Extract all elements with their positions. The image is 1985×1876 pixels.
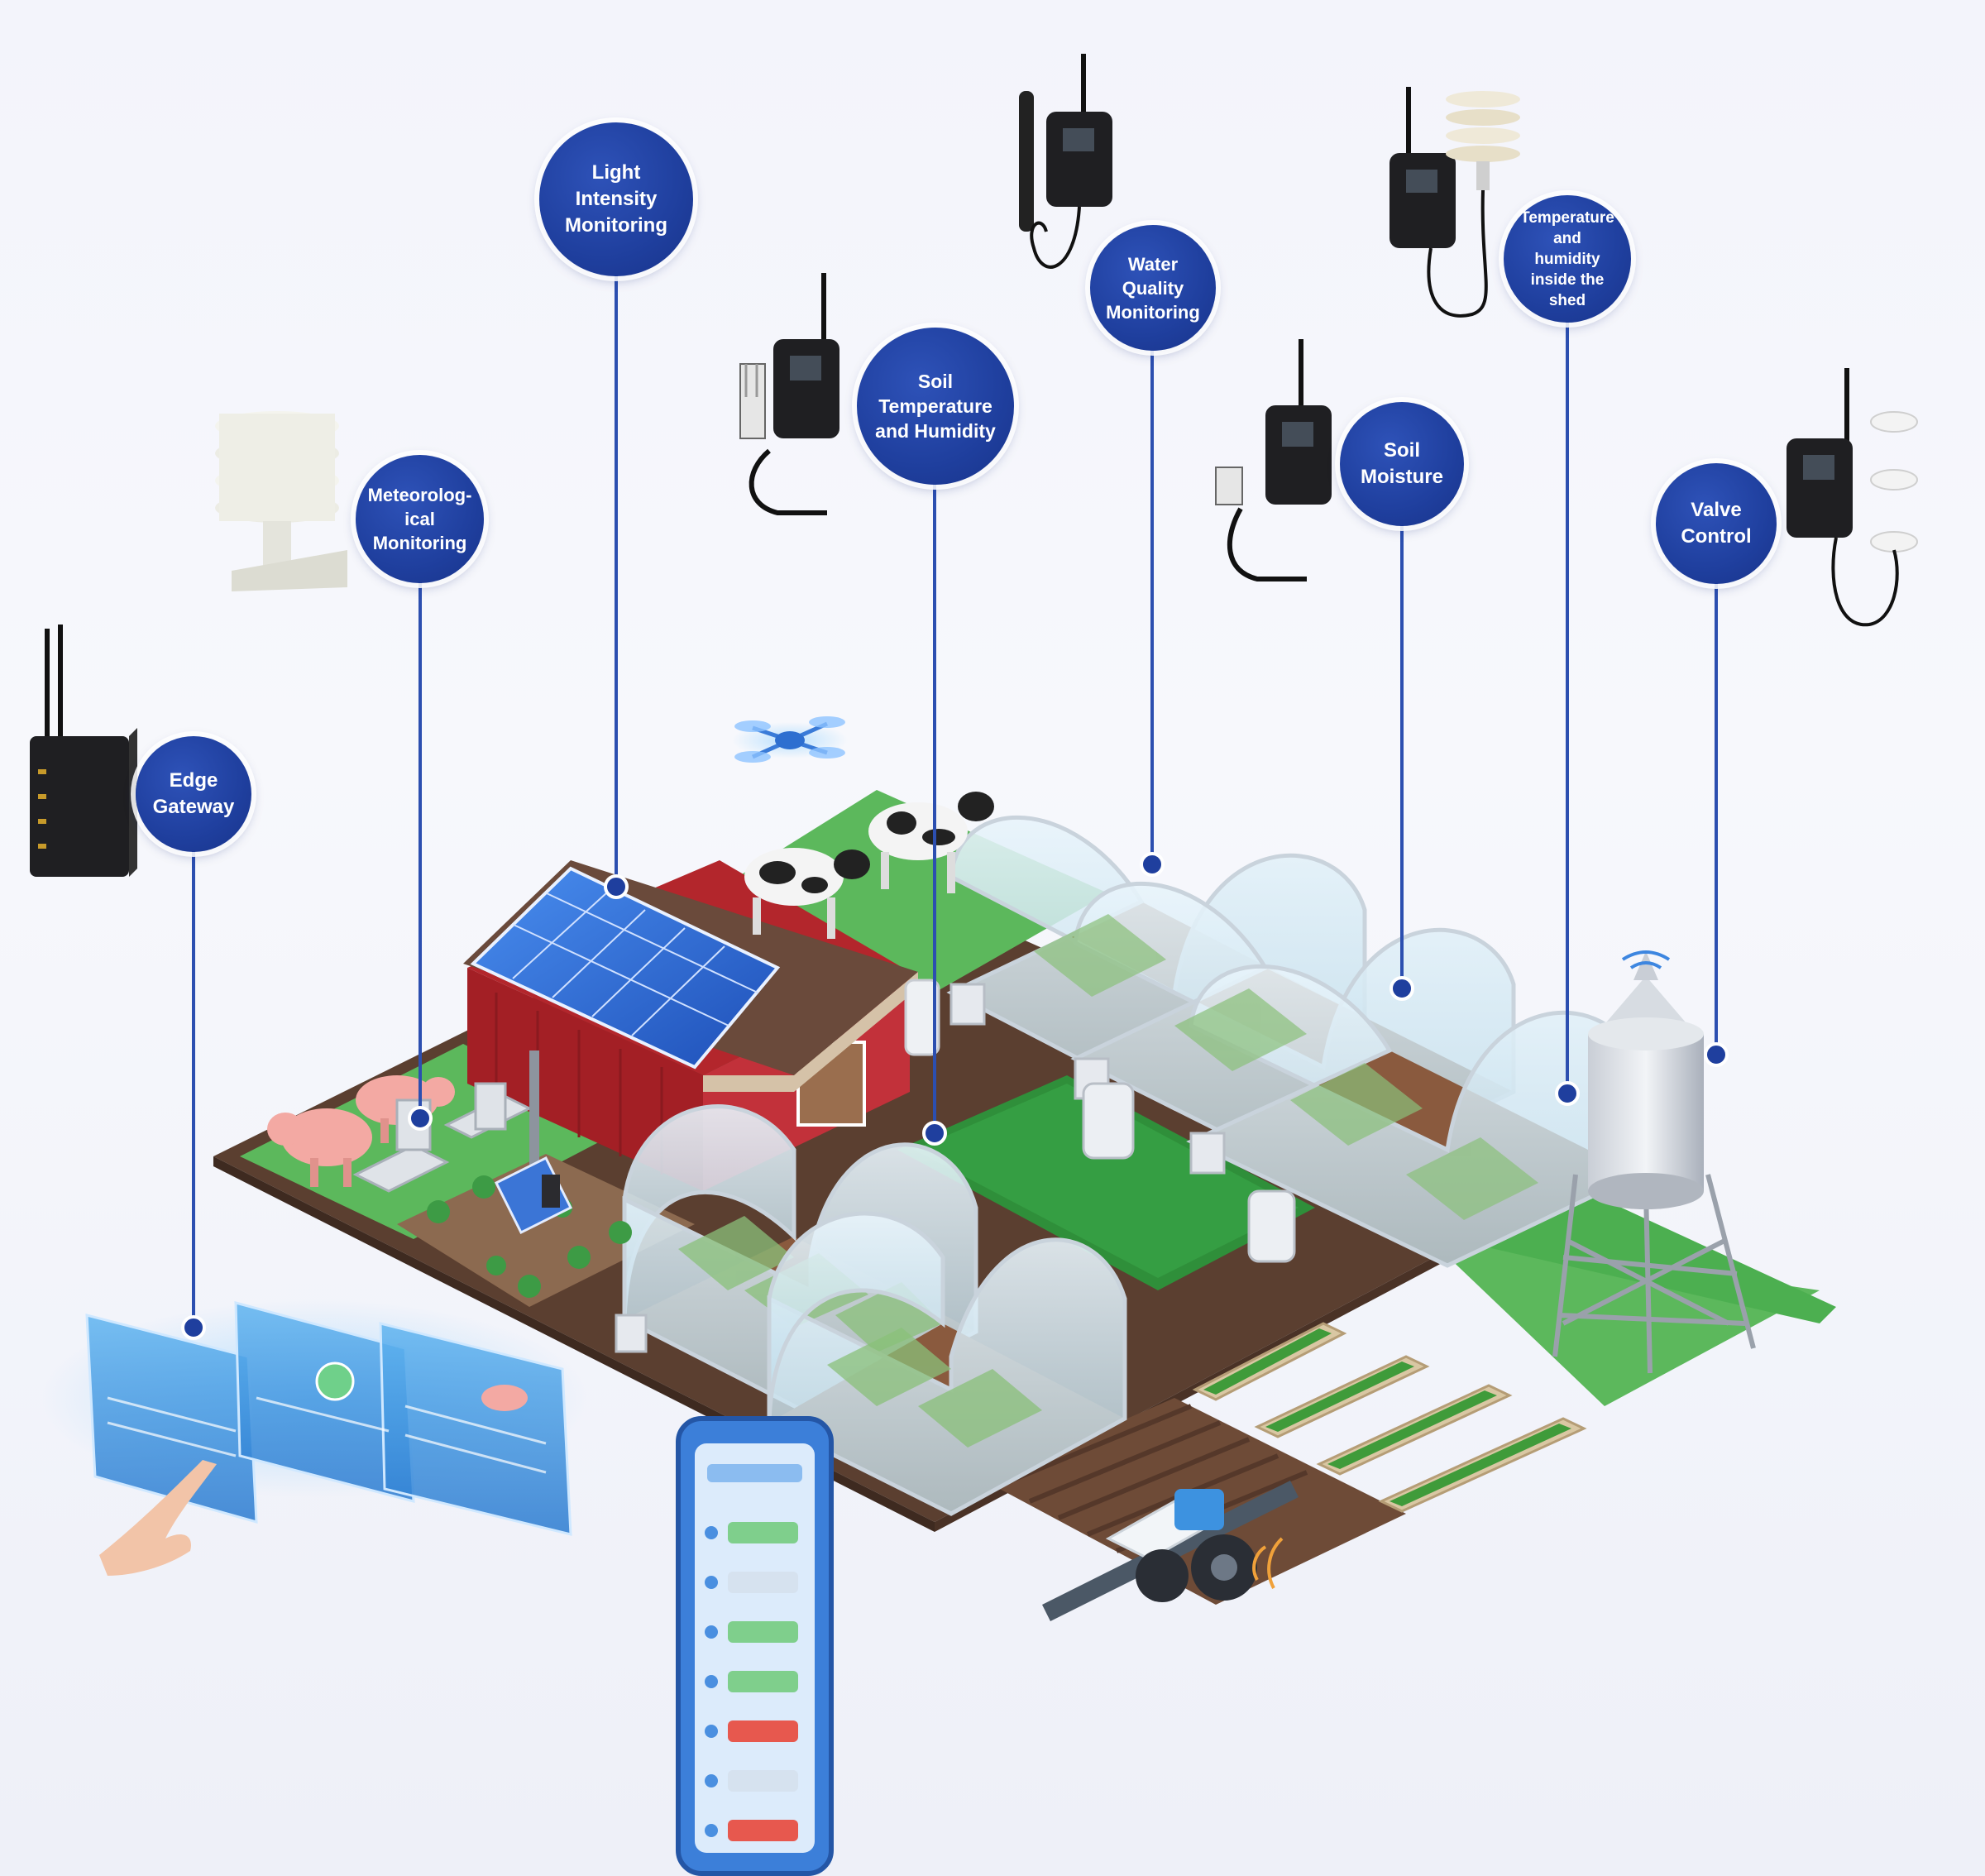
callout-shed-temperature-humidity-label: Temperature and humidity inside the shed xyxy=(1520,208,1614,309)
callout-soil-moisture-label: Soil Moisture xyxy=(1360,439,1443,488)
tractor-icon xyxy=(1042,1481,1299,1621)
greenhouse-front-right xyxy=(767,1211,1127,1516)
drone-icon xyxy=(732,716,848,763)
callout-edge-gateway-label: Edge Gateway xyxy=(152,769,235,818)
edge-gateway-device-icon xyxy=(30,625,137,877)
water-quality-probe-logger-icon xyxy=(1019,54,1112,269)
crop-field xyxy=(897,1075,1315,1290)
weather-shield-sensor-icon xyxy=(215,411,347,591)
barn xyxy=(463,860,940,1191)
callout-meteorological-monitoring: Meteorolog- ical Monitoring xyxy=(356,455,484,583)
callout-meteorological-label: Meteorolog- ical Monitoring xyxy=(367,485,472,553)
temperature-humidity-logger-icon xyxy=(1390,87,1520,318)
cows xyxy=(744,792,994,939)
raised-beds xyxy=(1192,1322,1587,1513)
callout-shed-temperature-humidity: Temperature and humidity inside the shed xyxy=(1504,195,1631,323)
cow-2 xyxy=(868,792,994,893)
soil-moisture-logger-icon xyxy=(1215,339,1332,581)
callout-light-intensity-label: Light Intensity Monitoring xyxy=(565,161,667,237)
holographic-dashboards xyxy=(41,1299,587,1576)
cow-1 xyxy=(744,848,870,939)
callout-edge-gateway: Edge Gateway xyxy=(136,736,251,852)
callout-valve-control-label: Valve Control xyxy=(1681,499,1752,548)
callout-light-intensity-monitoring: Light Intensity Monitoring xyxy=(539,122,693,276)
callout-water-quality-label: Water Quality Monitoring xyxy=(1106,253,1200,323)
callout-soil-temperature-humidity-label: Soil Temperature and Humidity xyxy=(875,371,996,442)
soil-sensor-logger-icon xyxy=(739,273,839,515)
callout-soil-moisture: Soil Moisture xyxy=(1340,402,1464,526)
valve-controller-icon xyxy=(1786,368,1918,627)
leader-lines xyxy=(192,265,1718,1328)
field-weather-station xyxy=(494,1050,573,1235)
callout-water-quality-monitoring: Water Quality Monitoring xyxy=(1090,225,1216,351)
water-tanks xyxy=(1082,1082,1296,1263)
seedlings xyxy=(427,1175,632,1298)
callout-valve-control: Valve Control xyxy=(1656,463,1777,584)
anchor-dots xyxy=(181,852,1729,1340)
water-tower-icon xyxy=(1552,950,1756,1374)
greenhouse-back-row xyxy=(946,815,1640,1268)
mobile-app-phone xyxy=(676,1416,834,1876)
callout-soil-temperature-humidity: Soil Temperature and Humidity xyxy=(857,328,1014,485)
